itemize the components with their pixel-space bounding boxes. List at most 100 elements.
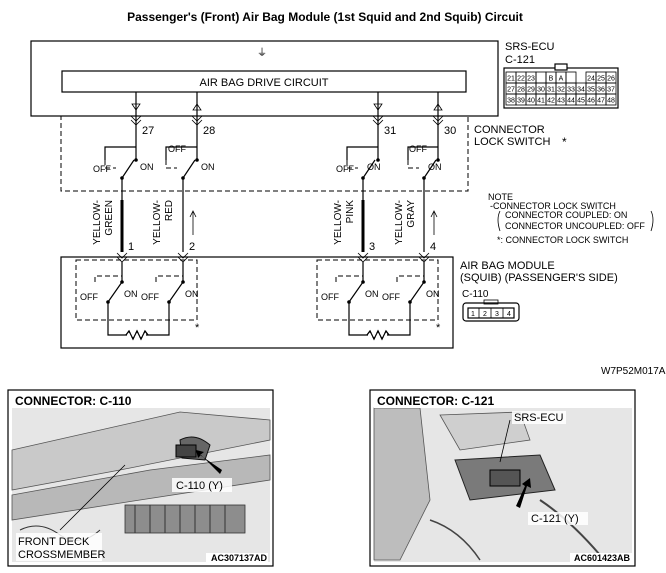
ecu-connector-pin-label: 30: [537, 87, 545, 94]
ecu-pin-31: 31: [384, 125, 396, 137]
squib-off-2: OFF: [141, 292, 159, 302]
note-bracket-right: [650, 210, 654, 232]
wire-color-3a: YELLOW-: [333, 200, 344, 245]
c110-pin-3: 3: [495, 311, 499, 318]
ecu-connector-pin-label: 44: [567, 98, 575, 105]
resistor-right-mask: [368, 333, 387, 337]
c110-pin-1: 1: [471, 311, 475, 318]
lock-switch-star: *: [562, 135, 567, 149]
wire-color-4a: YELLOW-: [394, 200, 405, 245]
wire-color-1a: YELLOW-: [92, 200, 103, 245]
note-line-4: *: CONNECTOR LOCK SWITCH: [497, 235, 628, 245]
ecu-connector-pin-label: 38: [507, 98, 515, 105]
ecu-connector-cell: [605, 93, 617, 106]
ecu-connector-pin-label: 27: [507, 87, 515, 94]
ecu-connector-pin-label: 23: [527, 76, 535, 83]
ecu-connector-pin-label: 36: [597, 87, 605, 94]
ecu-connector-pin-label: 28: [517, 87, 525, 94]
module-connector-face: [462, 299, 520, 322]
ecu-connector-pin-label: 33: [567, 87, 575, 94]
module-pin-3: 3: [369, 241, 375, 253]
lock-off-3: OFF: [336, 164, 354, 174]
photo-c110-code: AC307137AD: [211, 553, 268, 563]
ecu-connector-pin-label: B: [549, 76, 554, 83]
module-pin-1: 1: [128, 241, 134, 253]
ecu-connector-pin-label: 32: [557, 87, 565, 94]
lock-switch-label-1: CONNECTOR: [474, 124, 545, 136]
air-bag-module-label-1: AIR BAG MODULE: [460, 260, 555, 272]
ecu-pin-28: 28: [203, 125, 215, 137]
air-bag-drive-circuit-box: [61, 70, 467, 93]
harness-wires: [120, 200, 438, 252]
module-pin-2: 2: [189, 241, 195, 253]
ecu-connector-pin-label: 34: [577, 87, 585, 94]
photo-c110-label-1: FRONT DECK: [18, 536, 90, 548]
resistor-right: [366, 329, 390, 341]
note-line-2: CONNECTOR COUPLED: ON: [505, 210, 627, 220]
lock-switch-circuits: [104, 107, 440, 200]
ecu-connector-pin-label: 42: [547, 98, 555, 105]
ecu-connector-pin-label: 24: [587, 76, 595, 83]
ecu-connector-pin-label: 35: [587, 87, 595, 94]
ecu-ground-symbol: ⏚: [257, 47, 267, 59]
air-bag-module-box: [60, 256, 454, 349]
wire-color-2b: RED: [164, 200, 175, 221]
ecu-connector-latch: [554, 63, 568, 71]
squib-on-3: ON: [365, 289, 379, 299]
resistor-left: [125, 329, 149, 341]
ecu-connector-pin-label: 40: [527, 98, 535, 105]
wire-color-1b: GREEN: [104, 200, 115, 236]
note-line-1: -CONNECTOR LOCK SWITCH: [490, 201, 616, 211]
c110-pin-2: 2: [483, 311, 487, 318]
air-bag-drive-circuit-label: AIR BAG DRIVE CIRCUIT: [200, 77, 329, 89]
photo-c121-title: CONNECTOR: C-121: [377, 394, 494, 408]
ecu-connector-pin-label: 45: [577, 98, 585, 105]
squib-on-1: ON: [124, 289, 138, 299]
module-pin-4: 4: [430, 241, 436, 253]
note-heading: NOTE: [488, 192, 513, 202]
srs-ecu-name: SRS-ECU: [505, 41, 555, 53]
photo-c121-callout: C-121 (Y): [531, 513, 579, 525]
photo-c110-title: CONNECTOR: C-110: [15, 394, 132, 408]
squib-on-2: ON: [185, 289, 199, 299]
ecu-connector-pin-label: A: [559, 76, 564, 83]
srs-ecu-connector-id: C-121: [505, 54, 535, 66]
diagram-title: Passenger's (Front) Air Bag Module (1st …: [127, 10, 523, 24]
ecu-connector-pin-label: 39: [517, 98, 525, 105]
lock-off-2: OFF: [168, 144, 186, 154]
module-connector-id: C-110: [462, 289, 489, 300]
photo-c121-ecu-label: SRS-ECU: [514, 412, 564, 424]
lock-switch-label-2: LOCK SWITCH: [474, 136, 550, 148]
squib-star-left: *: [195, 322, 200, 334]
ecu-connector-pin-label: 31: [547, 87, 555, 94]
photo-c110-callout: C-110 (Y): [176, 480, 223, 492]
lock-on-1: ON: [140, 162, 154, 172]
ecu-connector-pin-label: 47: [597, 98, 605, 105]
ecu-connector-pin-label: 29: [527, 87, 535, 94]
ecu-connector-pin-label: 43: [557, 98, 565, 105]
connector-chevrons-top: [130, 115, 444, 126]
photo-panel-c121: [369, 389, 636, 567]
photo-c110-label-2: CROSSMEMBER: [18, 549, 105, 561]
wire-color-3b: PINK: [345, 200, 356, 224]
ecu-connector-pin-label: 41: [537, 98, 545, 105]
squib-on-4: ON: [426, 289, 440, 299]
diagram-code: W7P52M017A: [601, 366, 666, 377]
photo-c121-code: AC601423AB: [574, 553, 631, 563]
wire-color-2a: YELLOW-: [152, 200, 163, 245]
ecu-connector-outline: [503, 67, 619, 109]
squib-off-4: OFF: [382, 292, 400, 302]
ecu-connector-pin-label: 25: [597, 76, 605, 83]
lock-off-1: OFF: [93, 164, 111, 174]
lock-on-2: ON: [201, 162, 215, 172]
photo-panel-c110: [7, 389, 274, 567]
ecu-connector-pin-label: 22: [517, 76, 525, 83]
wire-color-4b: GRAY: [406, 200, 417, 228]
air-bag-module-label-2: (SQUIB) (PASSENGER'S SIDE): [460, 272, 618, 284]
squib-off-3: OFF: [321, 292, 339, 302]
squib-star-right: *: [436, 322, 441, 334]
squib-right-dashed-box: [316, 259, 439, 321]
squib-off-1: OFF: [80, 292, 98, 302]
